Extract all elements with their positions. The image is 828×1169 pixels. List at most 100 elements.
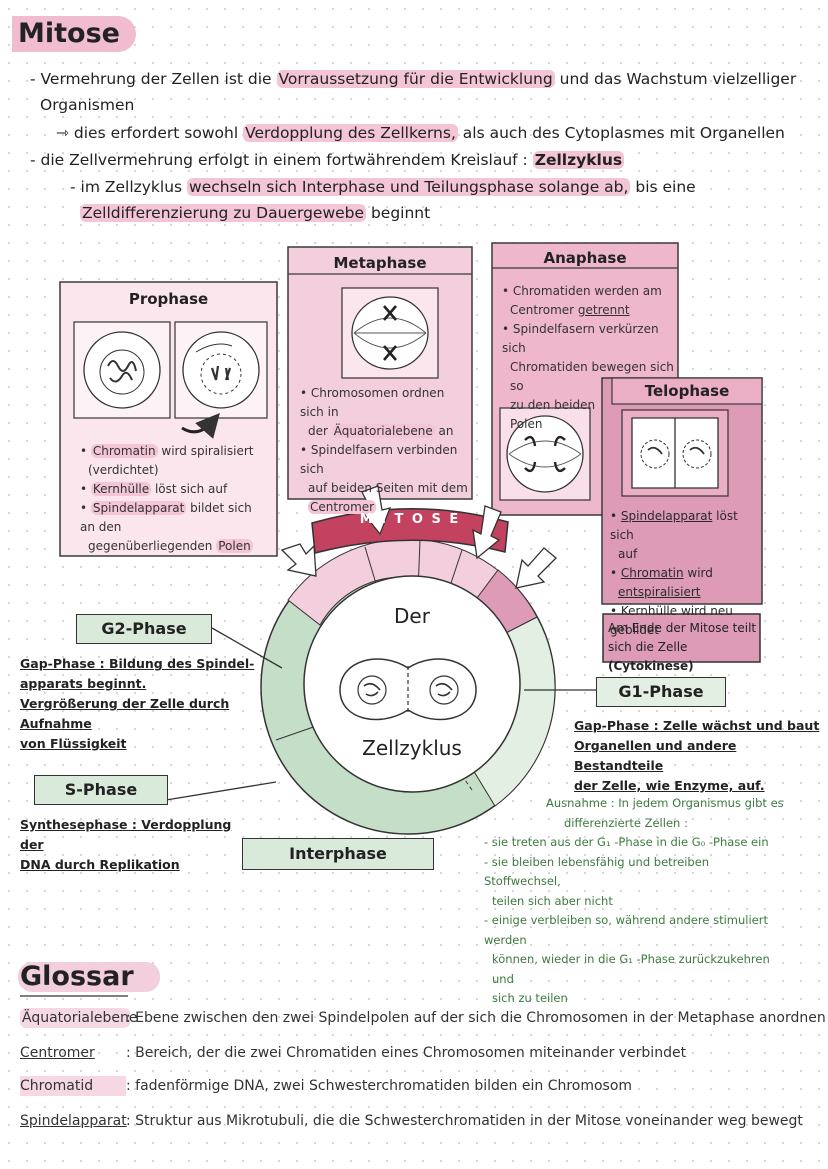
glossar-row: Chromatid : fadenförmige DNA, zwei Schwe… — [20, 1076, 632, 1096]
metaphase-line: an — [434, 424, 454, 438]
telophase-line: Kernhülle wird neu gebildet — [610, 604, 733, 637]
intro-line-3: ⇾ dies erfordert sowohl Verdopplung des … — [56, 120, 785, 146]
arrow-anaphase — [472, 505, 502, 560]
ausnahme-line: - einige verbleiben so, während andere s… — [484, 913, 768, 947]
prophase-term: Polen — [216, 539, 253, 553]
interphase-label: Interphase — [242, 838, 434, 870]
metaphase-term: Centromer — [308, 500, 377, 514]
telophase-text: • Spindelapparat löst sich auf • Chromat… — [610, 507, 762, 640]
ausnahme-line: teilen sich aber nicht — [492, 893, 613, 908]
ausnahme-line: sich zu teilen — [492, 991, 568, 1005]
intro-text: und das Wachstum vielzelliger — [554, 70, 797, 88]
metaphase-term: Äquatorialebene — [331, 424, 435, 438]
page-title: Mitose — [12, 16, 136, 52]
intro-text: ⇾ dies erfordert sowohl — [56, 124, 244, 142]
intro-line-4: - die Zellvermehrung erfolgt in einem fo… — [30, 147, 625, 173]
ausnahme-line: - sie bleiben lebensfähig und betreiben … — [484, 854, 710, 889]
telophase-nucleus-2 — [682, 439, 712, 469]
metaphase-text: • Chromosomen ordnen sich in der Äquator… — [300, 384, 470, 517]
intro-text: - Vermehrung der Zellen ist die — [30, 70, 277, 88]
prophase-spindle — [195, 343, 233, 353]
glossar-row: Centromer : Bereich, der die zwei Chroma… — [20, 1043, 686, 1063]
center-nucleus-1 — [357, 675, 387, 705]
prophase-arrow — [181, 412, 220, 439]
prophase-line: (verdichtet) — [88, 463, 159, 477]
telophase-term: Spindelapparat — [620, 509, 713, 523]
glossar-definition: : Bereich, der die zwei Chromatiden eine… — [126, 1045, 687, 1061]
glossar-definition: : Struktur aus Mikrotubuli, die die Schw… — [126, 1113, 803, 1129]
g2-line: apparats beginnt. — [20, 676, 147, 691]
g2-connector — [211, 627, 283, 669]
prophase-cell-2 — [182, 331, 260, 409]
s-line: Synthesephase : Verdopplung der — [20, 817, 232, 852]
telophase-line: löst sich — [610, 509, 738, 542]
glossar-definition: : fadenförmige DNA, zwei Schwesterchroma… — [126, 1078, 633, 1094]
intro-text: beginnt — [366, 204, 431, 222]
prophase-chromatin-2 — [210, 365, 232, 381]
telophase-title: Telophase — [644, 382, 730, 400]
telophase-line: auf — [618, 547, 638, 561]
anaphase-line: Chromatiden bewegen sich so — [510, 360, 674, 393]
g1-line: Organellen und andere Bestandteile — [574, 738, 737, 773]
prophase-term: Spindelapparat — [90, 501, 187, 515]
arrow-telophase — [515, 547, 557, 589]
glossar-term: Chromatid — [20, 1076, 126, 1096]
glossar-term: Centromer — [20, 1045, 95, 1061]
telophase-term: entspiralisiert — [618, 585, 701, 599]
anaphase-text: • Chromatiden werden am Centromer getren… — [502, 282, 674, 434]
cycle-label-top: Der — [394, 604, 430, 628]
prophase-line: gegenüberliegenden — [88, 539, 217, 553]
intro-line-1: - Vermehrung der Zellen ist die Vorrauss… — [30, 66, 796, 92]
intro-highlight: wechseln sich Interphase und Teilungspha… — [187, 178, 631, 196]
intro-text: Organismen — [40, 96, 135, 114]
ausnahme-note: Ausnahme : In jedem Organismus gibt es d… — [484, 794, 784, 1009]
cytokinese-line: Am Ende der Mitose teilt sich die Zelle — [608, 621, 757, 654]
ausnahme-line: können, wieder in die G₁ -Phase zurückzu… — [492, 952, 770, 986]
ausnahme-line: differenzierte Zellen : — [564, 815, 688, 830]
intro-highlight: Verdopplung des Zellkerns, — [243, 124, 458, 142]
cytokinese-text: Am Ende der Mitose teilt sich die Zelle … — [608, 619, 758, 676]
metaphase-spindle — [353, 317, 427, 349]
anaphase-cell — [506, 415, 584, 493]
glossar-row: Spindelapparat : Struktur aus Mikrotubul… — [20, 1111, 803, 1131]
prophase-title: Prophase — [128, 290, 209, 308]
g2-line: Gap-Phase : Bildung des Spindel- — [20, 656, 255, 671]
g1-line: der Zelle, wie Enzyme, auf. — [574, 778, 765, 793]
glossar-row: Äquatorialebene : Ebene zwischen den zwe… — [20, 1008, 826, 1028]
intro-highlight: Vorraussetzung für die Entwicklung — [276, 70, 555, 88]
cytokinese-term: (Cytokinese) — [608, 659, 694, 673]
intro-line-2: Organismen — [40, 92, 134, 118]
s-phase-description: Synthesephase : Verdopplung der DNA durc… — [20, 815, 250, 875]
metaphase-title: Metaphase — [333, 254, 427, 272]
prophase-chromatin-1 — [107, 360, 137, 383]
page-title-text: Mitose — [18, 18, 120, 49]
g1-line: Gap-Phase : Zelle wächst und baut — [574, 718, 820, 733]
g1-description: Gap-Phase : Zelle wächst und baut Organe… — [574, 716, 824, 796]
arrow-prophase — [280, 543, 317, 577]
prophase-line: löst sich auf — [151, 482, 228, 496]
cycle-label-bottom: Zellzyklus — [362, 736, 462, 760]
glossar-title-band — [18, 962, 160, 992]
intro-highlight: Zelldifferenzierung zu Dauergewebe — [80, 204, 367, 222]
anaphase-line: Chromatiden werden am — [512, 284, 662, 298]
g2-line: von Flüssigkeit — [20, 736, 127, 751]
center-nucleus-2 — [429, 675, 459, 705]
telophase-line: wird — [683, 566, 713, 580]
g2-description: Gap-Phase : Bildung des Spindel- apparat… — [20, 654, 270, 754]
intro-text: - im Zellzyklus — [70, 178, 188, 196]
intro-text: als auch des Cytoplasmes mit Organellen — [457, 124, 785, 142]
glossar-definition: : Ebene zwischen den zwei Spindelpolen a… — [126, 1010, 826, 1026]
anaphase-title: Anaphase — [543, 249, 627, 267]
anaphase-line: Spindelfasern verkürzen sich — [502, 322, 659, 355]
prophase-term: Kernhülle — [90, 482, 152, 496]
intro-line-6: Zelldifferenzierung zu Dauergewebe begin… — [80, 200, 430, 226]
center-chromatin — [363, 682, 453, 697]
anaphase-line: Centromer — [510, 303, 578, 317]
g2-line: Vergrößerung der Zelle durch Aufnahme — [20, 696, 230, 731]
intro-text: bis eine — [630, 178, 696, 196]
metaphase-line: Spindelfasern verbinden sich — [300, 443, 458, 476]
metaphase-line: Chromosomen ordnen sich in — [300, 386, 445, 419]
metaphase-line: der — [308, 424, 332, 438]
metaphase-chromosomes — [383, 305, 397, 361]
glossar-term: Äquatorialebene — [20, 1008, 138, 1028]
